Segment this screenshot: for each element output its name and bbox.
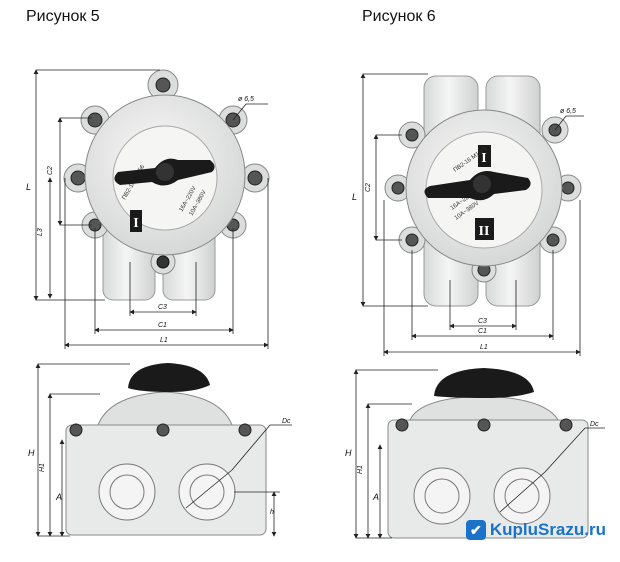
fig6-dim-C3: C3 — [478, 318, 487, 325]
fig6-top-view: I II ПВ2-16 М1-У1 16А~220V 10А~380V — [384, 75, 582, 307]
fig6-knob-hub — [473, 175, 491, 193]
fig6-dim-L1: L1 — [480, 344, 488, 351]
fig6-top-dimensions — [360, 73, 584, 356]
fig6-dim-C1: C1 — [478, 328, 487, 335]
fig5-side-dome — [97, 391, 233, 426]
fig5-dim-L3: L3 — [37, 228, 44, 236]
fig5-knob-hub — [156, 163, 174, 181]
fig6-side-dome — [409, 395, 559, 421]
fig6-dim-hole: ø 6,5 — [560, 108, 576, 115]
fig5-mark-plate — [130, 210, 142, 232]
fig5-gland-left — [98, 463, 156, 521]
fig6-dim-C2: C2 — [365, 183, 372, 192]
fig5-side-knob — [128, 363, 210, 392]
fig6-screws — [391, 123, 575, 277]
fig6-dim-L: L — [352, 192, 357, 202]
fig5-dim-h: h — [270, 509, 274, 516]
fig5-dim-L: L — [26, 182, 31, 192]
figure-6-title: Рисунок 6 — [362, 8, 436, 25]
fig6-side-dimensions — [353, 369, 605, 539]
fig6-mark-plate-bottom — [475, 218, 494, 240]
fig6-gland-left — [413, 467, 471, 525]
fig6-mark-plate-top — [478, 145, 491, 167]
fig6-gland-right — [493, 467, 551, 525]
fig6-side-view — [387, 368, 589, 539]
fig5-dim-L1: L1 — [160, 337, 168, 344]
fig5-side-view — [65, 363, 267, 536]
fig6-mark-I: I — [481, 151, 486, 166]
fig6-dim-H1: H1 — [357, 465, 364, 474]
fig5-mark-I: I — [133, 216, 138, 231]
fig5-dim-H: H — [28, 448, 35, 458]
fig5-gland-right — [178, 463, 236, 521]
fig5-side-housing — [65, 424, 267, 536]
fig5-dim-hole: ø 6,5 — [238, 96, 254, 103]
fig5-dim-H1: H1 — [39, 463, 46, 472]
fig6-dim-A: A — [372, 492, 379, 502]
fig6-dim-Dc: Dc — [590, 421, 599, 428]
fig6-mark-II: II — [479, 224, 490, 239]
fig5-side-dimensions — [35, 363, 292, 537]
shopping-cart-icon: ✔ — [465, 520, 486, 540]
fig6-side-knob — [434, 368, 534, 398]
fig5-dim-Dc: Dc — [282, 418, 291, 425]
fig5-dim-C2: C2 — [47, 166, 54, 175]
fig5-dim-C1: C1 — [158, 322, 167, 329]
fig5-dim-A: A — [55, 492, 62, 502]
fig5-dim-C3: C3 — [158, 304, 167, 311]
watermark-text: KupluSrazu.ru — [489, 520, 606, 539]
fig6-dim-H: H — [345, 448, 352, 458]
watermark: ✔ KupluSrazu.ru — [465, 520, 606, 540]
fig5-top-dimensions — [33, 69, 269, 349]
figure-5-title: Рисунок 5 — [26, 8, 100, 25]
